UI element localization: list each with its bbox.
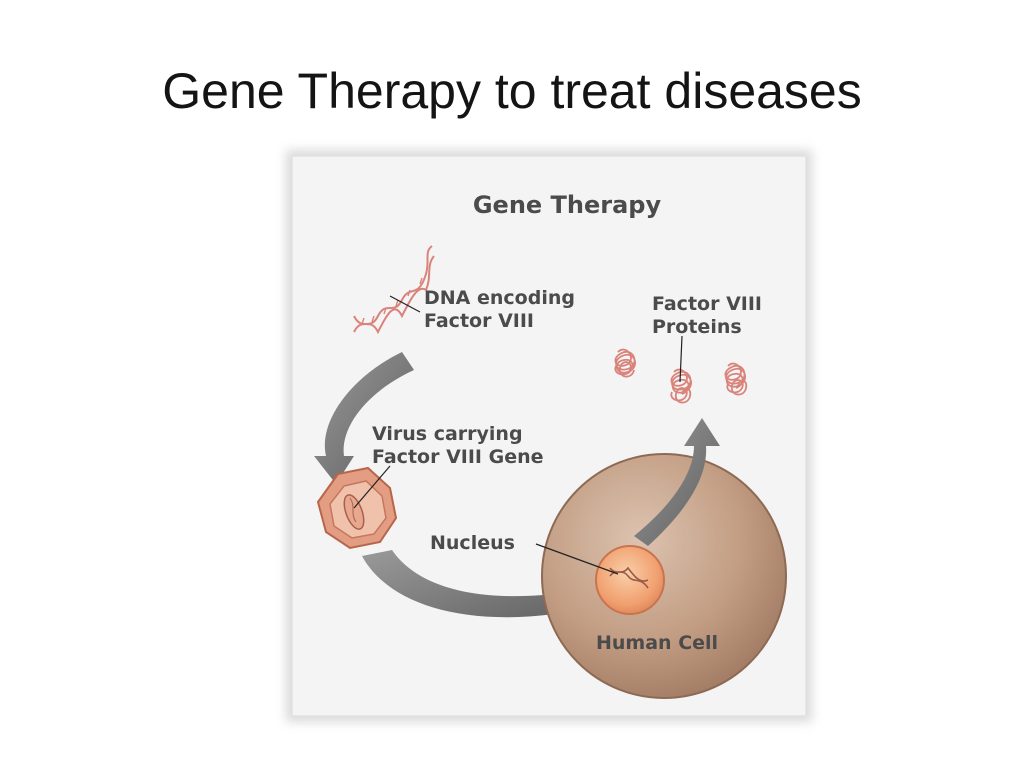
diagram-heading: Gene Therapy [473, 191, 662, 219]
leader-lines [353, 295, 683, 575]
dna-strand-icon [353, 245, 435, 335]
label-proteins-factor: Factor VIII [652, 293, 762, 315]
arrow-dna-to-virus [314, 352, 414, 484]
virus-icon [316, 466, 398, 550]
arrow-virus-to-cell [362, 550, 590, 628]
label-proteins: Proteins [652, 316, 742, 338]
label-dna-factor: Factor VIII [424, 310, 534, 332]
gene-therapy-diagram: Gene Therapy [292, 156, 806, 716]
label-virus-carrying: Virus carrying [372, 423, 523, 445]
leader-nucleus [535, 543, 619, 575]
nucleus [595, 545, 665, 615]
leader-proteins [679, 335, 683, 383]
arrow-cell-to-proteins [634, 418, 720, 546]
slide-title: Gene Therapy to treat diseases [162, 63, 862, 119]
label-human-cell: Human Cell [596, 632, 718, 654]
leader-dna [389, 295, 421, 313]
leader-virus [353, 465, 391, 509]
label-virus-gene: Factor VIII Gene [372, 446, 544, 468]
label-nucleus: Nucleus [430, 532, 515, 554]
nucleus-dna-icon [609, 566, 649, 589]
factor-viii-proteins-icon [614, 348, 748, 404]
label-dna-encoding: DNA encoding [424, 287, 575, 309]
